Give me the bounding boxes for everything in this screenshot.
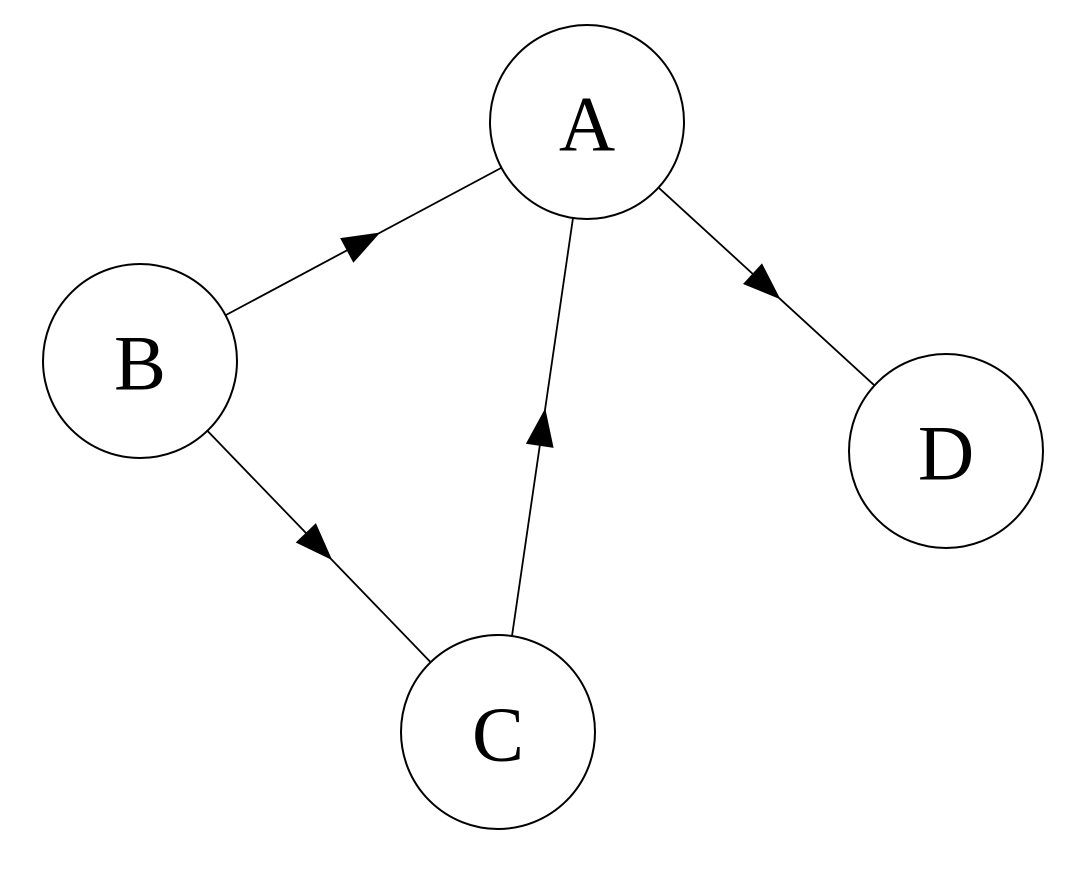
edges-layer (206, 166, 876, 663)
node-d: D (848, 353, 1044, 549)
node-circle (42, 263, 238, 459)
edge-a-d (657, 186, 876, 387)
node-label: D (918, 410, 974, 497)
node-c: C (400, 634, 596, 830)
node-label: A (559, 81, 615, 168)
node-circle (848, 353, 1044, 549)
edge-b-c (206, 430, 432, 663)
node-label: B (114, 320, 166, 407)
node-circle (489, 24, 685, 220)
arrowhead-icon (743, 263, 781, 300)
edge-c-a (511, 217, 574, 637)
arrowhead-icon (525, 408, 554, 448)
node-b: B (42, 263, 238, 459)
edge-b-a (225, 166, 502, 317)
arrowhead-icon (295, 523, 333, 561)
arrowhead-icon (340, 232, 381, 263)
node-a: A (489, 24, 685, 220)
node-circle (400, 634, 596, 830)
node-label: C (472, 691, 524, 778)
nodes-layer: A B C D (42, 24, 1044, 830)
